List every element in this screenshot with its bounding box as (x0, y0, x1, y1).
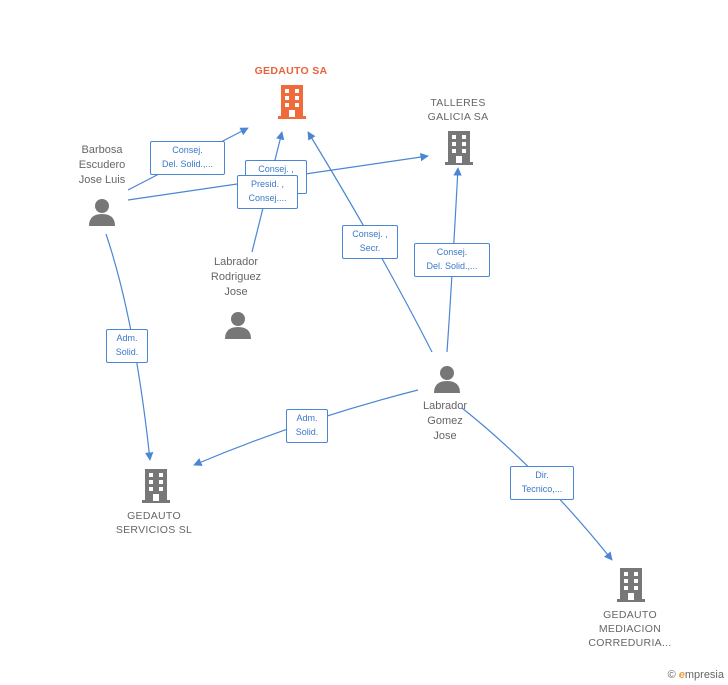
node-gedauto-mediacion-label[interactable]: GEDAUTO MEDIACION CORREDURIA... (588, 609, 672, 649)
building-icon[interactable] (141, 469, 171, 503)
building-icon[interactable] (616, 568, 646, 602)
building-icon[interactable] (277, 85, 307, 119)
copyright-symbol: © (667, 669, 676, 681)
node-barbosa-label[interactable]: Barbosa Escudero Jose Luis (78, 144, 126, 186)
edge-label[interactable]: Consej. , Secr. (342, 225, 398, 259)
edge-label[interactable]: Presid. , Consej.... (237, 175, 298, 209)
edge-label[interactable]: Dir. Tecnico,... (510, 466, 574, 500)
edge-label[interactable]: Adm. Solid. (286, 409, 328, 443)
edge-label[interactable]: Adm. Solid. (106, 329, 148, 363)
node-labrador-rodriguez-label[interactable]: Labrador Rodriguez Jose (210, 256, 262, 298)
node-talleres-galicia-label[interactable]: TALLERES GALICIA SA (427, 97, 489, 123)
node-gedauto-sa-label[interactable]: GEDAUTO SA (254, 65, 328, 77)
person-icon[interactable] (88, 198, 116, 226)
node-gedauto-servicios-label[interactable]: GEDAUTO SERVICIOS SL (115, 510, 193, 536)
edge-label[interactable]: Consej. Del. Solid.,... (414, 243, 490, 277)
node-labrador-gomez-label[interactable]: Labrador Gomez Jose (422, 400, 468, 442)
edge-label[interactable]: Consej. Del. Solid.,... (150, 141, 225, 175)
building-icon[interactable] (444, 131, 474, 165)
person-icon[interactable] (433, 365, 461, 393)
person-icon[interactable] (224, 311, 252, 339)
empresia-logo-text: mpresia (684, 669, 724, 681)
empresia-logo-initial: e (678, 669, 685, 681)
brand-watermark: © empresia (668, 669, 724, 681)
